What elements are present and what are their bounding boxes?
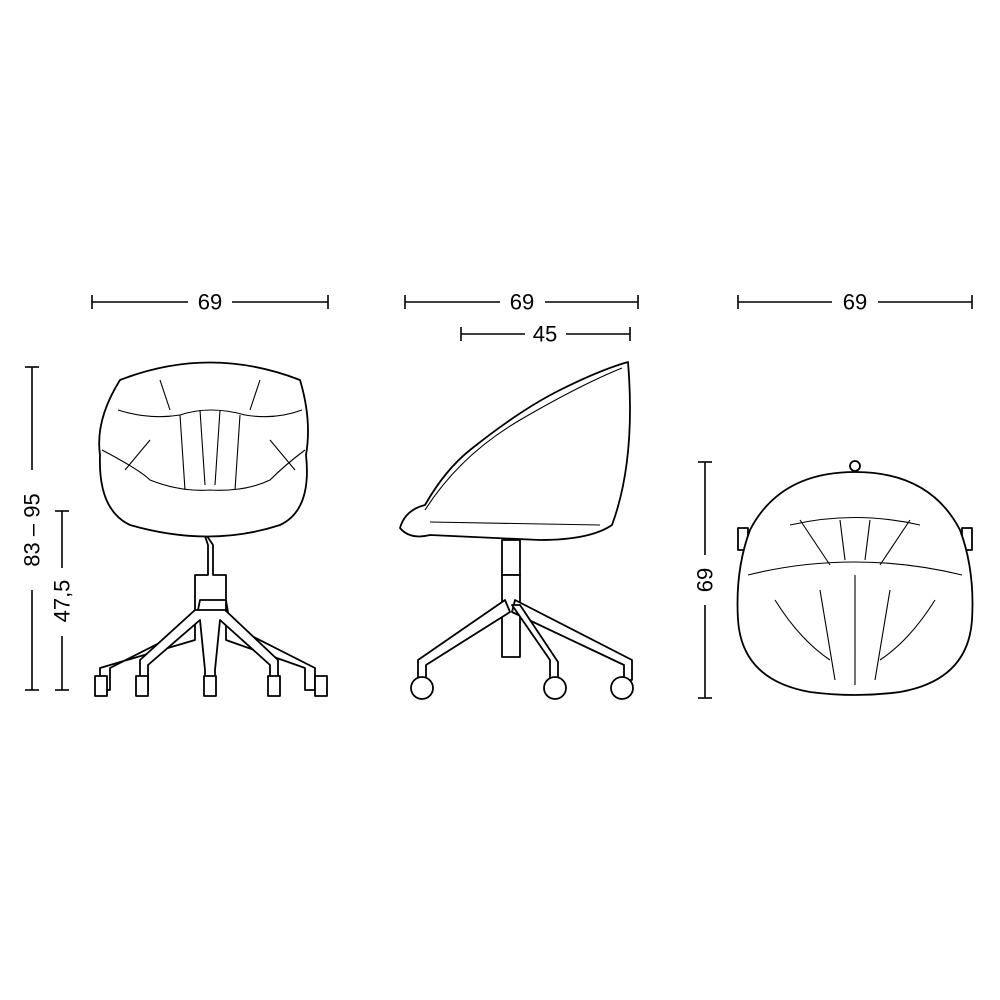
seat-height-dimension: 47,5: [50, 510, 75, 691]
top-depth-dimension: 69: [693, 461, 718, 699]
front-view-chair: [94, 361, 328, 697]
side-width-label: 69: [510, 290, 534, 315]
seat-height-label: 47,5: [50, 580, 75, 623]
top-view-chair: [736, 460, 974, 696]
height-dimension: 83 – 95: [20, 366, 45, 691]
top-depth-label: 69: [693, 568, 718, 592]
top-width-dimension: 69: [737, 290, 973, 315]
side-depth-dimension: 45: [460, 322, 631, 347]
side-view-chair: [399, 361, 634, 700]
top-width-label: 69: [843, 290, 867, 315]
front-width-label: 69: [198, 290, 222, 315]
side-depth-label: 45: [533, 322, 557, 347]
side-width-dimension: 69: [404, 290, 639, 315]
height-label: 83 – 95: [20, 493, 45, 566]
front-width-dimension: 69: [91, 290, 329, 315]
